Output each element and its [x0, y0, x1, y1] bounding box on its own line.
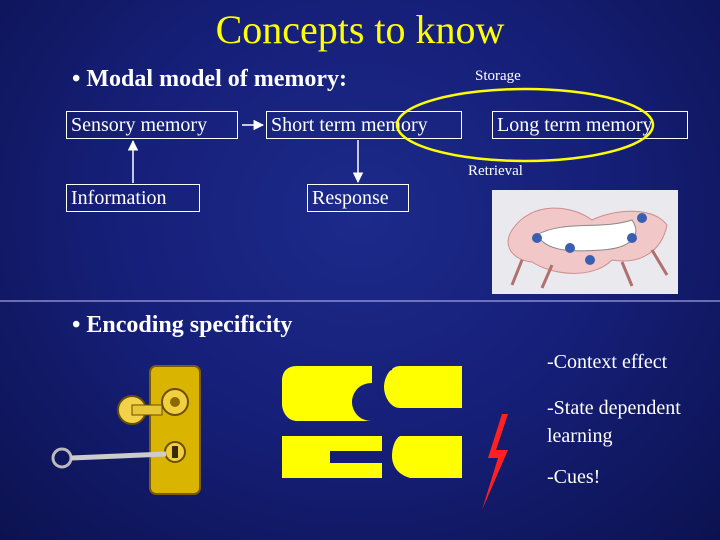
short-term-memory-box: Short term memory: [266, 111, 462, 139]
retrieval-label: Retrieval: [468, 163, 523, 179]
context-effect-text: -Context effect: [547, 351, 668, 373]
top-right-shape: [376, 366, 462, 408]
sensory-memory-box: Sensory memory: [66, 111, 238, 139]
long-term-memory-box: Long term memory: [492, 111, 688, 139]
storage-retrieval-ellipse: [395, 87, 655, 163]
learning-text: learning: [547, 425, 613, 447]
response-box: Response: [307, 184, 409, 212]
page-title: Concepts to know: [215, 7, 505, 52]
state-dependent-text: -State dependent: [547, 397, 681, 419]
top-left-shape: [282, 366, 372, 421]
cartoon-illustration-icon: [507, 207, 669, 289]
cues-text: -Cues!: [547, 466, 601, 488]
door-lock-key-image: [51, 362, 310, 502]
bottom-left-shape: [282, 436, 382, 478]
lightning-bolt-icon: [482, 414, 508, 510]
encoding-specificity-bullet: • Encoding specificity: [72, 312, 293, 338]
shape-matching-graphic: [282, 366, 462, 478]
information-box: Information: [66, 184, 200, 212]
modal-model-bullet: • Modal model of memory:: [72, 66, 348, 92]
door-lock-key-icon: [51, 365, 201, 495]
memory-illustration-image: [492, 190, 678, 294]
storage-label: Storage: [475, 68, 521, 84]
bottom-right-shape: [392, 436, 462, 478]
